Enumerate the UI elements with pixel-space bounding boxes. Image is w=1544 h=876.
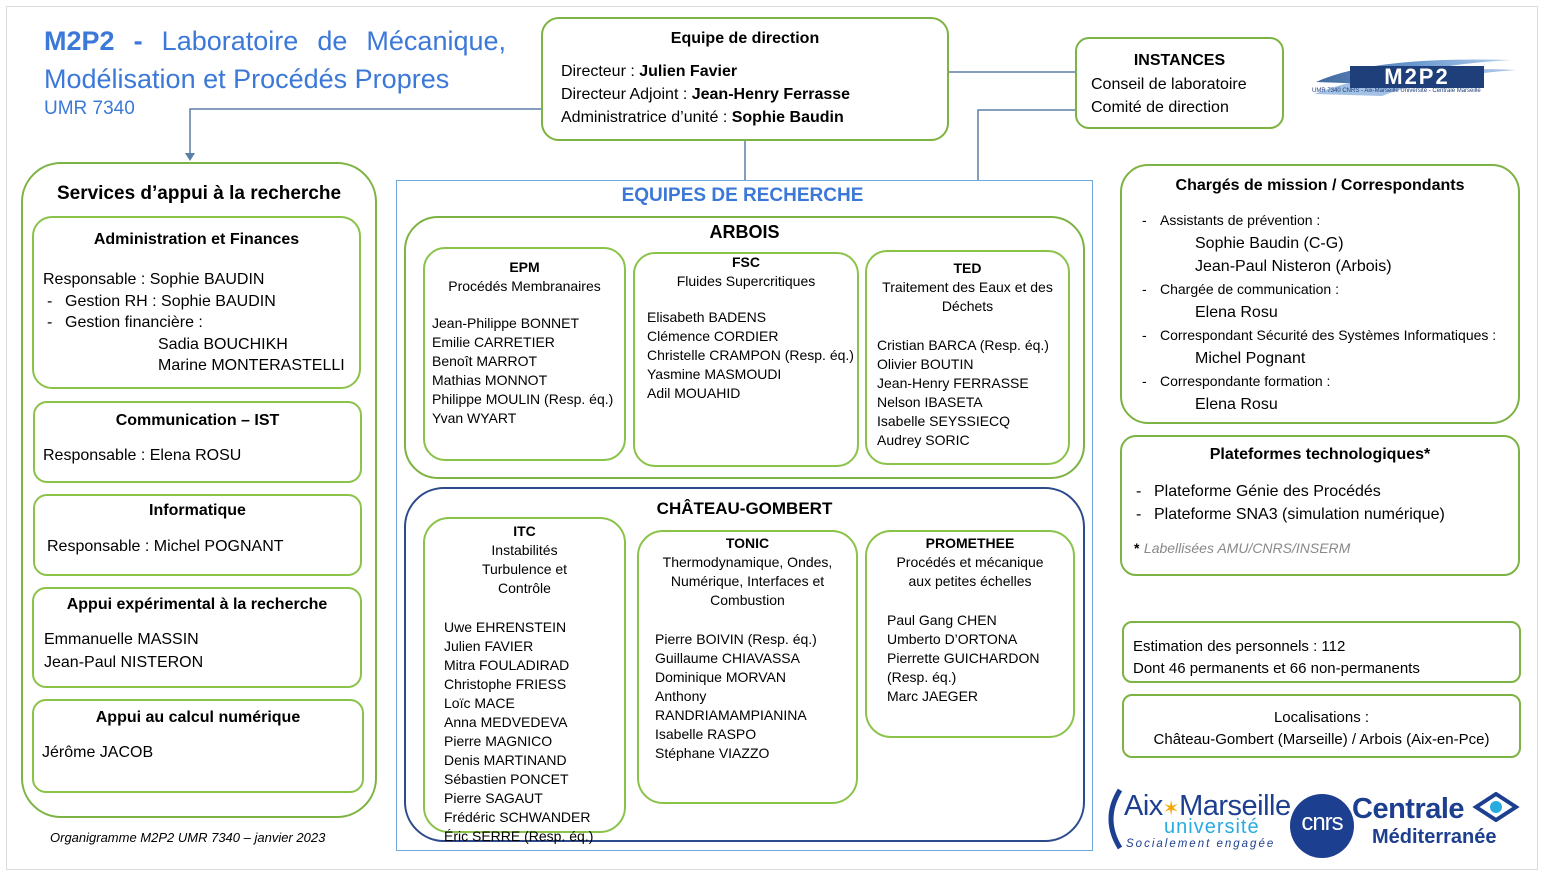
lab-title: M2P2 - Laboratoire de Mécanique, Modélis… bbox=[44, 26, 507, 119]
m2p2-logo-subtitle: UMR 7340 CNRS - Aix-Marseille Université… bbox=[1312, 88, 1481, 94]
localisation-box: Localisations : Château-Gombert (Marseil… bbox=[1122, 694, 1521, 758]
plateformes-title: Plateformes technologiques* bbox=[1209, 446, 1431, 463]
direction-list: Directeur : Julien Favier Directeur Adjo… bbox=[561, 60, 947, 129]
plateformes-note: * Labellisées AMU/CNRS/INSERM bbox=[1134, 540, 1351, 556]
lab-acronym: M2P2 bbox=[44, 26, 115, 56]
cnrs-logo: cnrs bbox=[1290, 794, 1354, 858]
research-panel: EQUIPES DE RECHERCHE bbox=[396, 180, 1093, 851]
services-title: Services d’appui à la recherche bbox=[56, 183, 342, 204]
team-members: Paul Gang CHEN Umberto D’ORTONA Pierrett… bbox=[887, 612, 1040, 704]
lab-full-name: Laboratoire de Mécanique, Modélisation e… bbox=[44, 26, 507, 94]
team-tonic: TONIC Thermodynamique, Ondes, Numérique,… bbox=[637, 530, 858, 804]
team-name: Procédés Membranaires bbox=[448, 278, 601, 294]
amu-logo-arc bbox=[1108, 788, 1123, 850]
team-members: Elisabeth BADENS Clémence CORDIER Christ… bbox=[647, 309, 854, 401]
appui-experimental-title: Appui expérimental à la recherche bbox=[66, 596, 328, 613]
admin-content: Responsable : Sophie BAUDIN Gestion RH :… bbox=[43, 269, 359, 377]
direction-title: Equipe de direction bbox=[670, 30, 820, 47]
admin-list: Gestion RH : Sophie BAUDIN Gestion finan… bbox=[43, 291, 359, 334]
admin-finance-box: Administration et Finances Responsable :… bbox=[32, 216, 361, 389]
missions-list: Assistants de prévention : Sophie Baudin… bbox=[1138, 209, 1518, 416]
team-name: Instabilités Turbulence et Contrôle bbox=[481, 542, 568, 596]
chateau-gombert-title: CHÂTEAU-GOMBERT bbox=[656, 499, 833, 518]
instances-box: INSTANCES Conseil de laboratoire Comité … bbox=[1075, 37, 1284, 129]
missions-box: Chargés de mission / Correspondants Assi… bbox=[1120, 164, 1520, 424]
appui-calcul-title: Appui au calcul numérique bbox=[95, 709, 301, 726]
communication-title: Communication – IST bbox=[115, 412, 280, 429]
team-members: Pierre BOIVIN (Resp. éq.) Guillaume CHIA… bbox=[655, 631, 817, 761]
team-promethee: PROMETHEE Procédés et mécanique aux peti… bbox=[865, 530, 1075, 738]
missions-title: Chargés de mission / Correspondants bbox=[1175, 177, 1465, 194]
arbois-title: ARBOIS bbox=[709, 222, 780, 242]
admin-title: Administration et Finances bbox=[93, 231, 300, 248]
team-code: PROMETHEE bbox=[925, 535, 1015, 551]
communication-box: Communication – IST Responsable : Elena … bbox=[33, 401, 362, 483]
team-ted: TED Traitement des Eaux et des Déchets C… bbox=[865, 250, 1070, 465]
slide-frame bbox=[6, 6, 1538, 870]
team-code: TONIC bbox=[725, 535, 770, 551]
direction-row: Administratrice d’unité : Sophie Baudin bbox=[561, 109, 844, 126]
m2p2-logo-swoosh bbox=[1314, 59, 1516, 96]
appui-calcul-box: Appui au calcul numérique Jérôme JACOB bbox=[32, 699, 364, 793]
direction-row: Directeur : Julien Favier bbox=[561, 63, 738, 80]
team-name: Thermodynamique, Ondes, Numérique, Inter… bbox=[662, 554, 833, 608]
direction-row: Directeur Adjoint : Jean-Henry Ferrasse bbox=[561, 86, 851, 103]
team-name: Fluides Supercritiques bbox=[676, 273, 816, 289]
team-code: ITC bbox=[513, 523, 536, 539]
direction-box: Equipe de direction Directeur : Julien F… bbox=[541, 17, 949, 141]
informatique-box: Informatique Responsable : Michel POGNAN… bbox=[33, 494, 362, 576]
team-epm: EPM Procédés Membranaires Jean-Philippe … bbox=[423, 247, 626, 461]
team-code: FSC bbox=[732, 254, 760, 270]
team-itc: ITC Instabilités Turbulence et Contrôle … bbox=[423, 517, 626, 844]
amu-logo: Aix✶Marseille université Socialement eng… bbox=[1100, 786, 1291, 856]
centrale-logo-emblem bbox=[1472, 792, 1520, 822]
m2p2-logo-text: M2P2 bbox=[1384, 64, 1450, 89]
personnel-box: Estimation des personnels : 112 Dont 46 … bbox=[1122, 621, 1521, 683]
instances-list: Conseil de laboratoire Comité de directi… bbox=[1091, 76, 1247, 116]
research-title: EQUIPES DE RECHERCHE bbox=[621, 185, 864, 206]
chateau-gombert-site-box: CHÂTEAU-GOMBERT bbox=[404, 487, 1085, 842]
informatique-title: Informatique bbox=[149, 502, 246, 519]
team-name: Procédés et mécanique aux petites échell… bbox=[896, 554, 1044, 589]
umr-number: UMR 7340 bbox=[44, 98, 135, 119]
team-members: Cristian BARCA (Resp. éq.) Olivier BOUTI… bbox=[877, 337, 1049, 448]
appui-experimental-box: Appui expérimental à la recherche Emmanu… bbox=[32, 587, 362, 688]
team-code: EPM bbox=[509, 259, 540, 275]
team-members: Jean-Philippe BONNET Emilie CARRETIER Be… bbox=[432, 315, 614, 426]
plateformes-list: Plateforme Génie des Procédés Plateforme… bbox=[1132, 480, 1518, 526]
m2p2-logo: M2P2 UMR 7340 CNRS - Aix-Marseille Unive… bbox=[1312, 54, 1517, 104]
footer-caption: Organigramme M2P2 UMR 7340 – janvier 202… bbox=[50, 830, 326, 845]
team-code: TED bbox=[953, 260, 982, 276]
centrale-logo: Centrale Méditerranée bbox=[1352, 790, 1522, 856]
team-fsc: FSC Fluides Supercritiques Elisabeth BAD… bbox=[633, 252, 859, 467]
team-name: Traitement des Eaux et des Déchets bbox=[882, 279, 1053, 314]
instances-title: INSTANCES bbox=[1133, 52, 1226, 69]
team-members: Uwe EHRENSTEIN Julien FAVIER Mitra FOULA… bbox=[444, 619, 594, 844]
plateformes-box: Plateformes technologiques* Plateforme G… bbox=[1120, 435, 1520, 576]
